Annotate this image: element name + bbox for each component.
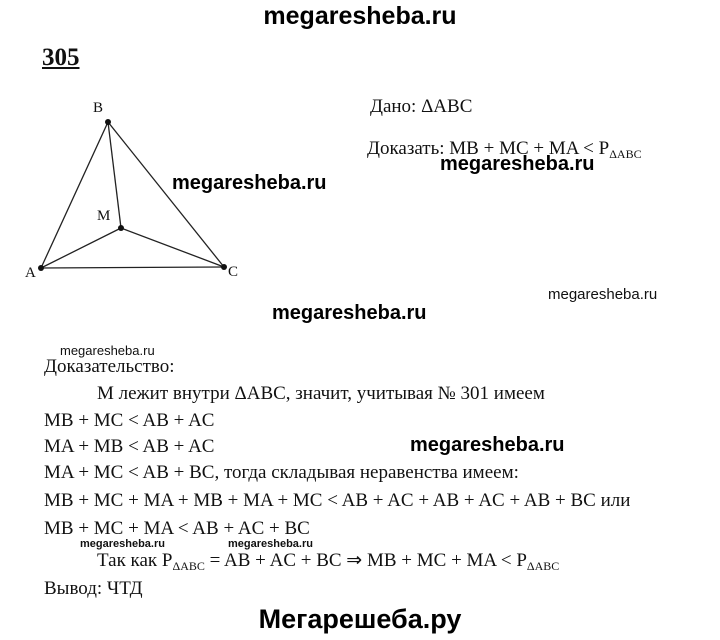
- watermark: megaresheba.ru: [440, 153, 595, 175]
- proof-since: Так как PΔABC = AB + AC + BC ⇒ MB + MC +…: [97, 550, 560, 573]
- watermark: megaresheba.ru: [60, 343, 155, 358]
- watermark-top: megaresheba.ru: [263, 2, 457, 30]
- watermark: megaresheba.ru: [548, 286, 658, 303]
- given-text: Дано: ΔABC: [370, 96, 473, 117]
- watermark: megaresheba.ru: [172, 172, 327, 194]
- side-bc: [107, 121, 225, 268]
- problem-number: 305: [42, 44, 80, 71]
- watermark: megaresheba.ru: [410, 434, 565, 456]
- watermark: megaresheba.ru: [228, 538, 313, 550]
- conclusion: Вывод: ЧТД: [44, 578, 143, 599]
- label-m: M: [97, 208, 111, 224]
- proof-line: M лежит внутри ΔABC, значит, учитывая № …: [97, 383, 545, 404]
- point-b: [105, 119, 111, 125]
- proof-line: MB + MC < AB + AC: [44, 410, 215, 431]
- side-ab: [40, 121, 109, 269]
- proof-line: MB + MC + MA < AB + AC + BC: [44, 518, 310, 539]
- watermark: megaresheba.ru: [272, 302, 427, 324]
- segment-mb: [107, 121, 122, 229]
- prove-text: Доказать: MB + MC + MA < PΔABC: [367, 138, 642, 161]
- segment-ma: [40, 227, 122, 269]
- proof-line: MB + MC + MA + MB + MA + MC < AB + AC + …: [44, 490, 631, 511]
- point-a: [38, 265, 44, 271]
- proof-line: MA + MC < AB + BC, тогда складывая нерав…: [44, 462, 519, 483]
- triangle-figure: [38, 119, 227, 271]
- point-m: [118, 225, 124, 231]
- point-c: [221, 264, 227, 270]
- label-a: A: [25, 265, 36, 281]
- proof-heading: Доказательство:: [44, 356, 175, 377]
- side-ac: [40, 266, 225, 269]
- label-c: C: [228, 264, 239, 280]
- proof-line: MA + MB < AB + AC: [44, 436, 215, 457]
- segment-mc: [120, 227, 225, 268]
- label-b: B: [93, 100, 104, 116]
- watermark: megaresheba.ru: [80, 538, 165, 550]
- watermark-bottom: Мегарешеба.ру: [258, 604, 462, 634]
